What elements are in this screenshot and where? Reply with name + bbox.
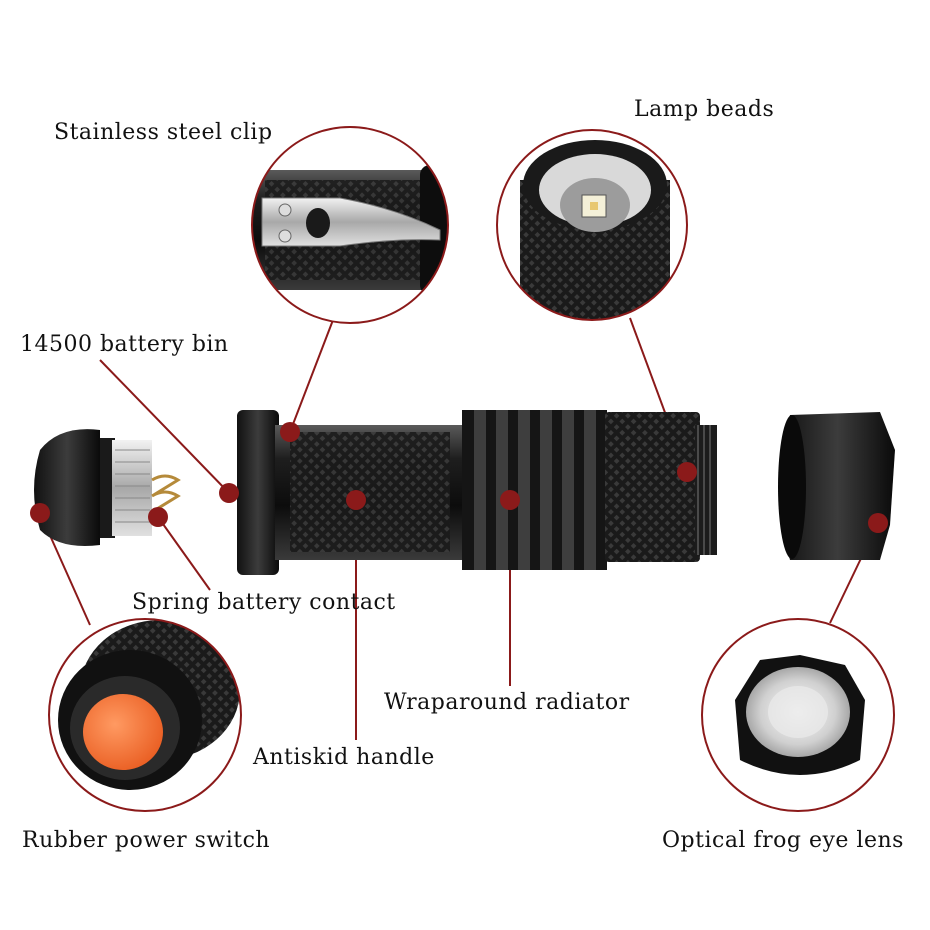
detail-circle-clip <box>251 126 449 324</box>
leader-battery <box>99 359 230 494</box>
label-optical-frog-eye-lens: Optical frog eye lens <box>662 828 904 853</box>
markers <box>30 422 888 533</box>
marker-spring <box>148 507 168 527</box>
leader-clip <box>289 319 334 433</box>
label-lamp-beads: Lamp beads <box>634 97 775 122</box>
marker-battery <box>219 483 239 503</box>
marker-handle <box>346 490 366 510</box>
label-antiskid-handle: Antiskid handle <box>253 745 435 770</box>
marker-clip <box>280 422 300 442</box>
label-spring-battery-contact: Spring battery contact <box>132 590 396 615</box>
detail-circle-lamp <box>496 129 688 321</box>
spring-icon <box>151 474 181 514</box>
marker-lamp <box>677 462 697 482</box>
label-stainless-steel-clip: Stainless steel clip <box>54 120 273 145</box>
radiator-fins <box>462 410 607 570</box>
marker-lens <box>868 513 888 533</box>
bezel-cap <box>778 412 895 560</box>
detail-circle-lens <box>701 618 895 812</box>
flashlight-body <box>34 410 895 575</box>
label-battery-bin: 14500 battery bin <box>20 332 229 357</box>
leader-spring <box>157 516 211 591</box>
marker-switch <box>30 503 50 523</box>
rubber-switch-button <box>83 694 163 770</box>
detail-circle-switch <box>48 618 242 812</box>
label-rubber-power-switch: Rubber power switch <box>22 828 271 853</box>
marker-radiator <box>500 490 520 510</box>
tail-cap <box>34 429 181 546</box>
label-wraparound-radiator: Wraparound radiator <box>384 690 630 715</box>
